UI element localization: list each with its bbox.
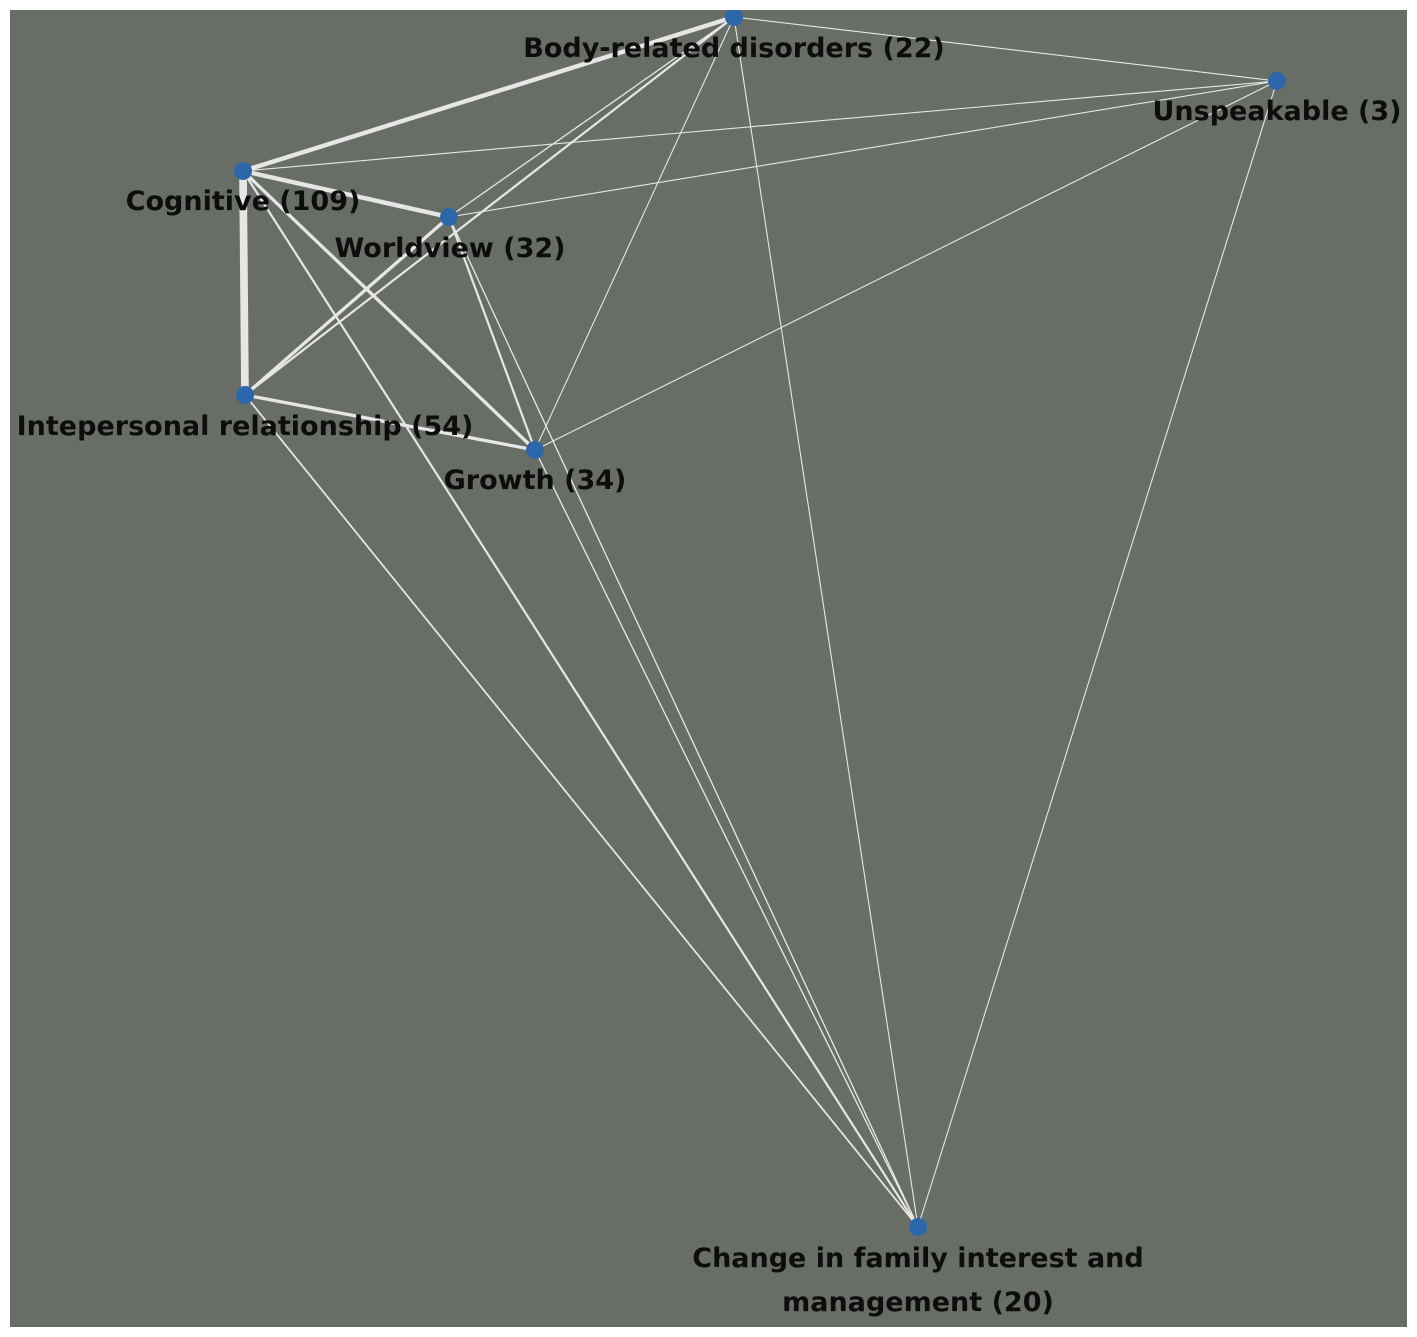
edge-body-interp: [244, 16, 735, 396]
edges: [239, 14, 1278, 1228]
node-label-unspeakable: Unspeakable (3): [1152, 96, 1402, 127]
edge-unspeak-family: [917, 80, 1278, 1228]
node-interp[interactable]: [236, 386, 254, 404]
node-label-interpersonal-relationship: Intepersonal relationship (54): [16, 411, 474, 442]
node-label-change-in-family-interest: Change in family interest and management…: [692, 1243, 1144, 1318]
edge-body-worldview: [448, 16, 735, 218]
node-label-cognitive: Cognitive (109): [125, 186, 361, 217]
edge-body-family: [733, 16, 919, 1228]
edge-unspeak-growth: [534, 80, 1278, 451]
edge-body-unspeak: [733, 16, 1278, 82]
edge-cognitive-interp: [239, 170, 249, 396]
edge-unspeak-worldview: [448, 80, 1278, 218]
edge-cognitive-family: [242, 170, 919, 1228]
edge-body-cognitive: [242, 14, 735, 174]
edge-worldview-interp: [243, 215, 451, 397]
node-family[interactable]: [909, 1218, 927, 1236]
edge-worldview-growth: [447, 216, 537, 451]
network-graph: [234, 10, 1286, 1236]
edge-growth-family: [534, 449, 919, 1228]
nodes: [234, 10, 1286, 1236]
node-label-growth: Growth (34): [443, 465, 627, 496]
node-cognitive[interactable]: [234, 162, 252, 180]
edge-worldview-family: [448, 216, 919, 1228]
edge-interp-family: [244, 394, 919, 1228]
edge-body-growth: [534, 16, 735, 451]
edge-unspeak-cognitive: [242, 80, 1278, 172]
node-growth[interactable]: [526, 441, 544, 459]
edge-cognitive-worldview: [242, 168, 450, 220]
node-unspeak[interactable]: [1268, 72, 1286, 90]
network-diagram: Body-related disorders (22) Unspeakable …: [10, 10, 1407, 1327]
node-label-worldview: Worldview (32): [334, 233, 566, 264]
node-body[interactable]: [725, 10, 743, 26]
node-label-body-related-disorders: Body-related disorders (22): [523, 33, 945, 64]
edge-interp-growth: [244, 393, 536, 452]
node-worldview[interactable]: [440, 208, 458, 226]
edge-cognitive-growth: [241, 169, 537, 452]
